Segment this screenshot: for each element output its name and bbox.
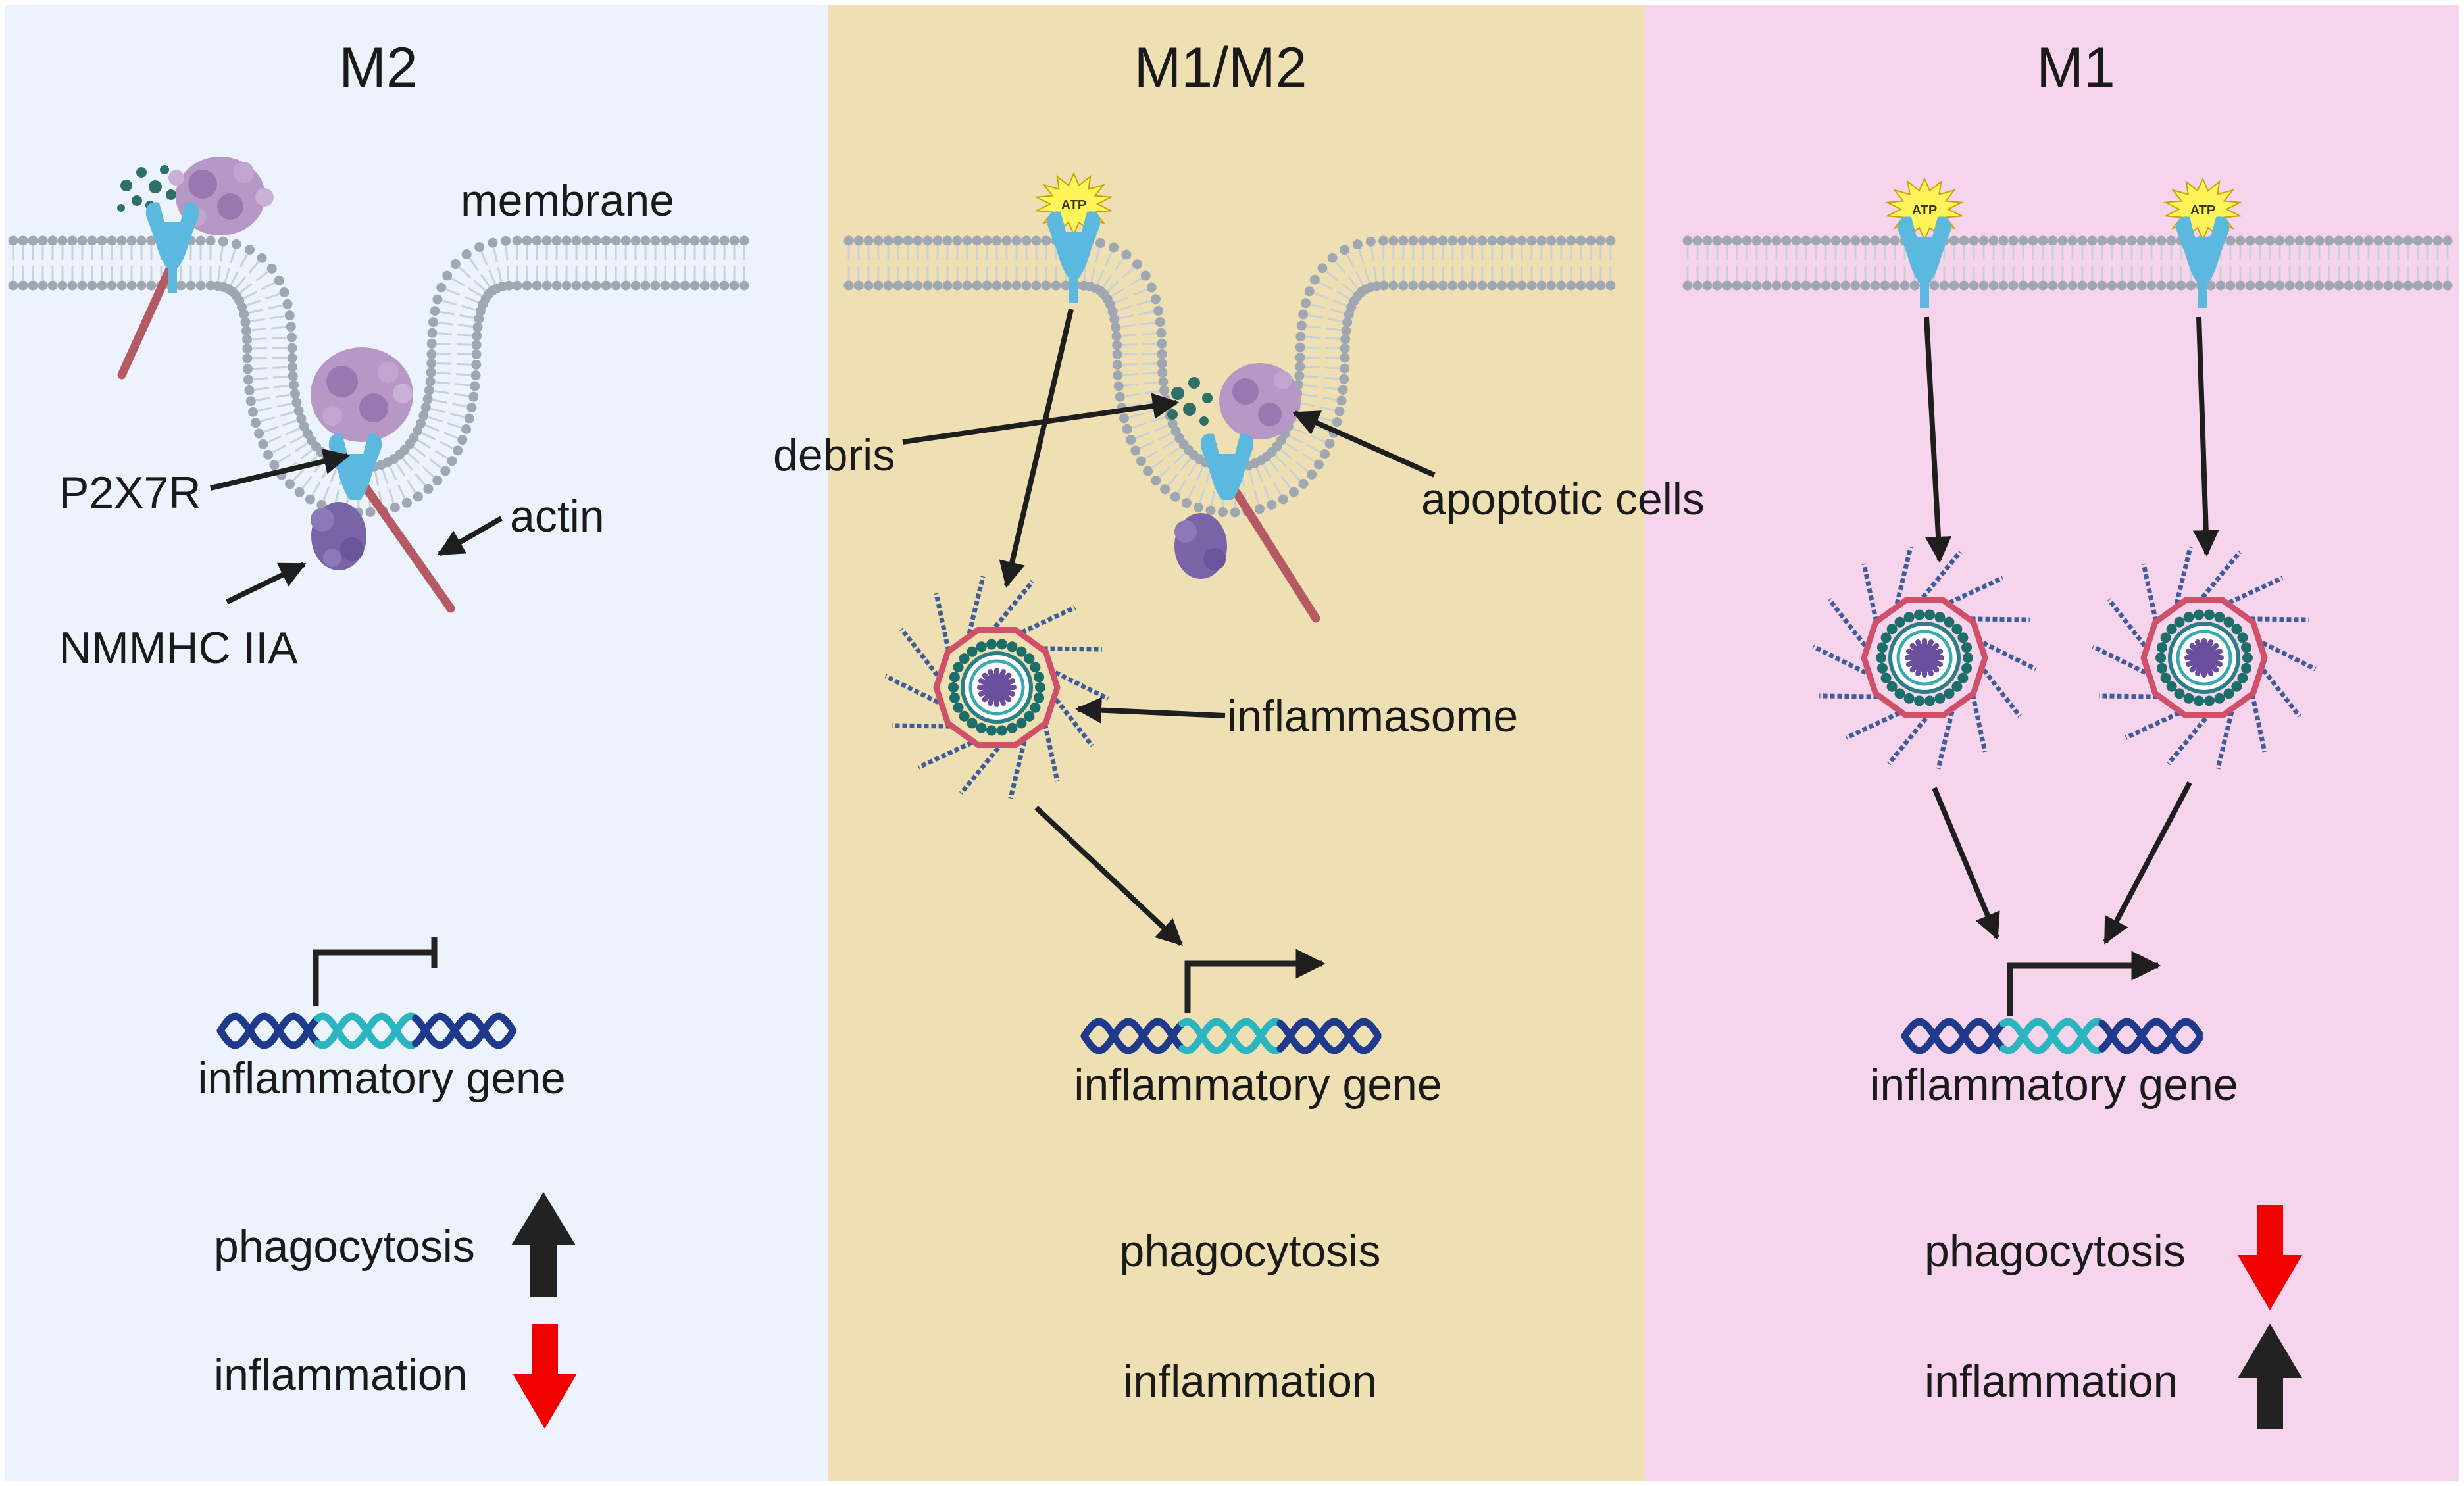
actin-pointer-arrow	[437, 516, 503, 557]
dna-helix-icon	[1901, 1018, 2203, 1054]
p2x7r-receptor-icon	[1047, 211, 1101, 303]
phagocytosis-label: phagocytosis	[1924, 1226, 2186, 1276]
inflammasome-icon	[1812, 546, 2037, 770]
gene-activation-symbol	[2007, 951, 2161, 1016]
nmmhc-iia-icon	[1174, 513, 1227, 579]
gene-label: inflammatory gene	[1870, 1060, 2238, 1110]
signal-arrow	[1924, 316, 1952, 563]
phagocytosis-down-arrow-icon	[2238, 1205, 2302, 1310]
gene-repression-symbol	[313, 937, 438, 1006]
panel-m1m2: ATP debris apoptotic cells infl	[773, 172, 1705, 1406]
gene-label: inflammatory gene	[1074, 1060, 1442, 1110]
actin-filament-icon	[1232, 489, 1320, 623]
apoptotic-cell-icon	[1219, 363, 1301, 439]
actin-filament-icon	[361, 482, 455, 613]
p2x7r-receptor-icon	[1898, 216, 1951, 308]
p2x7r-pointer-arrow	[210, 448, 350, 491]
inflammation-up-arrow-icon	[2238, 1324, 2302, 1429]
actin-filament-icon	[117, 259, 177, 380]
inflammasome-icon	[884, 576, 1109, 799]
phagocytosis-up-arrow-icon	[511, 1192, 576, 1297]
nmmhc-iia-label: NMMHC IIA	[59, 623, 298, 673]
panel-m2: membrane P2X7R actin NMMHC IIA inflammat…	[59, 157, 674, 1429]
panel-m1: ATP ATP inflammatory gene phagocytosis i…	[1812, 177, 2317, 1429]
nmmhc-iia-icon	[311, 502, 366, 570]
signal-arrow	[1932, 787, 2000, 940]
lipid-bilayer	[1682, 235, 2453, 291]
atp-label: ATP	[1912, 203, 1938, 218]
gene-activation-symbol	[1184, 949, 1326, 1013]
inflammasome-icon	[2092, 546, 2317, 770]
dna-helix-icon	[216, 1012, 517, 1049]
phagocytosis-label: phagocytosis	[214, 1222, 475, 1272]
inflammation-label: inflammation	[1123, 1356, 1377, 1406]
atp-label: ATP	[2190, 203, 2216, 218]
signal-arrow	[2103, 781, 2192, 945]
atp-label: ATP	[1061, 198, 1087, 212]
inflammation-down-arrow-icon	[513, 1324, 577, 1429]
signal-arrow	[2192, 316, 2219, 557]
panel-m1m2-background	[828, 0, 1644, 1486]
engulfed-apoptotic-cell-icon	[311, 347, 413, 442]
panel-m2-background	[0, 0, 828, 1486]
membrane-label: membrane	[461, 176, 674, 226]
signal-arrow	[1034, 806, 1183, 946]
p2x7r-receptor-icon	[145, 202, 199, 293]
phagocytosis-label: phagocytosis	[1120, 1226, 1381, 1276]
apoptotic-pointer-arrow	[1292, 410, 1436, 478]
gene-label: inflammatory gene	[197, 1053, 565, 1103]
inflammasome-pointer-arrow	[1075, 697, 1226, 724]
apoptotic-cells-label: apoptotic cells	[1421, 474, 1705, 524]
debris-pointer-arrow	[902, 393, 1179, 445]
debris-label: debris	[773, 430, 895, 480]
dna-helix-icon	[1080, 1018, 1382, 1054]
inflammation-label: inflammation	[1924, 1356, 2178, 1406]
nmmhc-iia-pointer-arrow	[226, 562, 307, 605]
p2x7r-receptor-icon	[1200, 433, 1254, 500]
p2x7r-receptor-icon	[2176, 216, 2230, 308]
panel-title-m1: M1	[2036, 36, 2115, 99]
inflammation-label: inflammation	[214, 1350, 468, 1400]
panel-title-m1m2: M1/M2	[1134, 36, 1307, 99]
p2x7r-label: P2X7R	[59, 468, 201, 518]
debris-icon	[117, 165, 176, 212]
signal-arrow	[999, 309, 1074, 588]
panel-title-m2: M2	[339, 36, 417, 99]
inflammasome-label: inflammasome	[1227, 691, 1518, 741]
actin-label: actin	[510, 491, 605, 541]
